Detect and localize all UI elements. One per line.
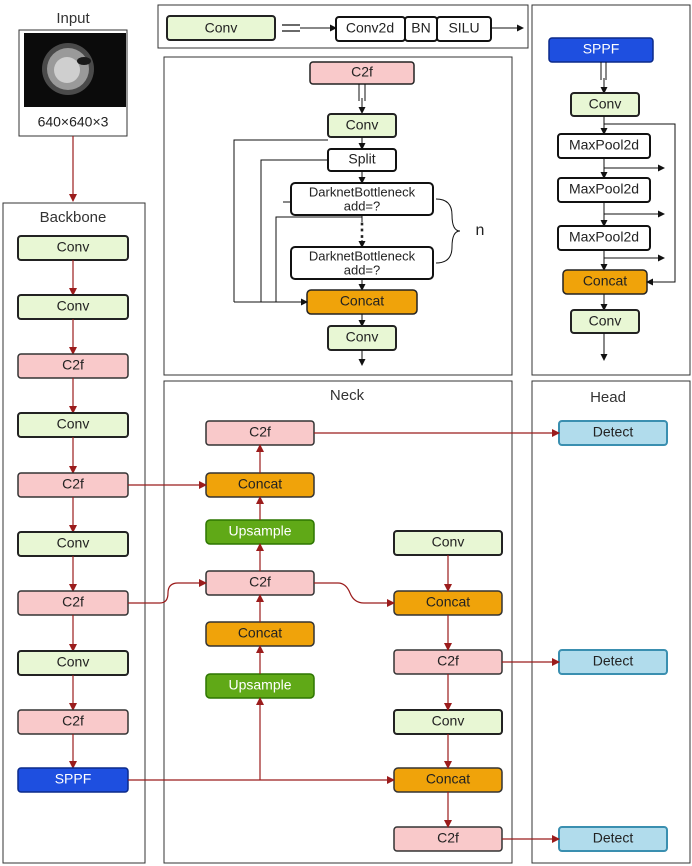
neck-upsample-low-label: Upsample	[228, 677, 291, 693]
sppf-detail-conv-bottom	[570, 309, 640, 334]
c2f-detail-title: C2f	[351, 64, 373, 80]
sppf-detail-conv-top	[570, 92, 640, 117]
neck-c2f-top-label: C2f	[249, 424, 271, 440]
input-dims: 640×640×3	[38, 114, 109, 130]
c2f-detail-bottleneck-2-line2: add=?	[344, 262, 381, 277]
legend-bn-label: BN	[411, 20, 430, 36]
c2f-detail-bottleneck-1-line2: add=?	[344, 198, 381, 213]
neck-flow-arrows	[128, 429, 560, 843]
input-image	[24, 33, 126, 107]
c2f-detail-panel	[163, 56, 513, 376]
sppf-detail-title: SPPF	[583, 41, 620, 57]
c2f-detail-skip-connections	[233, 139, 362, 306]
sppf-detail-maxpool-2-label: MaxPool2d	[569, 181, 639, 197]
backbone-block-6-label: Conv	[57, 535, 90, 551]
c2f-detail-bottleneck-2-line1: DarknetBottleneck	[309, 248, 416, 263]
legend-conv-block	[166, 15, 276, 41]
backbone-block-2-label: Conv	[57, 298, 90, 314]
sppf-detail-maxpool-3-label: MaxPool2d	[569, 229, 639, 245]
neck-conv-1-label: Conv	[432, 534, 465, 550]
backbone-block-9-label: C2f	[62, 713, 84, 729]
legend-silu-block	[436, 16, 492, 42]
c2f-detail-title-block	[309, 61, 415, 85]
sppf-detail-double-line	[600, 62, 607, 80]
neck-concat-1-label: Concat	[426, 594, 470, 610]
backbone-panel	[2, 202, 146, 864]
c2f-detail-repeat-brace	[435, 198, 461, 264]
neck-c2f-2-label: C2f	[437, 830, 459, 846]
neck-upsample-top-label: Upsample	[228, 523, 291, 539]
c2f-detail-repeat-n: n	[476, 222, 485, 239]
sppf-detail-panel	[531, 4, 691, 376]
c2f-detail-conv-bottom-label: Conv	[346, 329, 379, 345]
c2f-detail-concat-label: Concat	[340, 293, 384, 309]
neck-concat-2-label: Concat	[426, 771, 470, 787]
c2f-detail-dots: ⋮	[353, 220, 371, 240]
neck-concat-low-label: Concat	[238, 625, 282, 641]
head-detect-3-label: Detect	[593, 830, 634, 846]
neck-c2f-mid-label: C2f	[249, 574, 271, 590]
c2f-detail-conv-top-label: Conv	[346, 117, 379, 133]
head-detect-2-label: Detect	[593, 653, 634, 669]
backbone-title: Backbone	[40, 209, 107, 226]
neck-c2f-1-label: C2f	[437, 653, 459, 669]
head-title: Head	[590, 389, 626, 406]
sppf-detail-conv-bottom-label: Conv	[589, 313, 622, 329]
neck-title: Neck	[330, 387, 365, 404]
backbone-block-5-label: C2f	[62, 476, 84, 492]
input-title: Input	[56, 10, 90, 27]
neck-concat-top-label: Concat	[238, 476, 282, 492]
c2f-detail-double-line	[358, 84, 366, 101]
backbone-block-10-label: SPPF	[55, 771, 92, 787]
neck-panel	[163, 380, 513, 864]
conv-legend-panel	[157, 4, 529, 49]
sppf-detail-concat-label: Concat	[583, 273, 627, 289]
head-panel	[531, 380, 691, 864]
sppf-detail-maxpool-1-label: MaxPool2d	[569, 137, 639, 153]
backbone-block-7-label: C2f	[62, 594, 84, 610]
legend-equals-sign	[282, 24, 300, 32]
c2f-detail-split-label: Split	[348, 151, 375, 167]
backbone-block-4-label: Conv	[57, 416, 90, 432]
backbone-block-1-label: Conv	[57, 239, 90, 255]
sppf-detail-conv-top-label: Conv	[589, 96, 622, 112]
head-detect-1-label: Detect	[593, 424, 634, 440]
neck-conv-2-label: Conv	[432, 713, 465, 729]
sppf-detail-side-connections	[604, 123, 676, 286]
legend-conv2d-label: Conv2d	[346, 20, 394, 36]
backbone-block-3-label: C2f	[62, 357, 84, 373]
c2f-detail-bottleneck-1-line1: DarknetBottleneck	[309, 184, 416, 199]
legend-silu-label: SILU	[448, 20, 479, 36]
backbone-block-8-label: Conv	[57, 654, 90, 670]
legend-conv-label: Conv	[205, 20, 238, 36]
